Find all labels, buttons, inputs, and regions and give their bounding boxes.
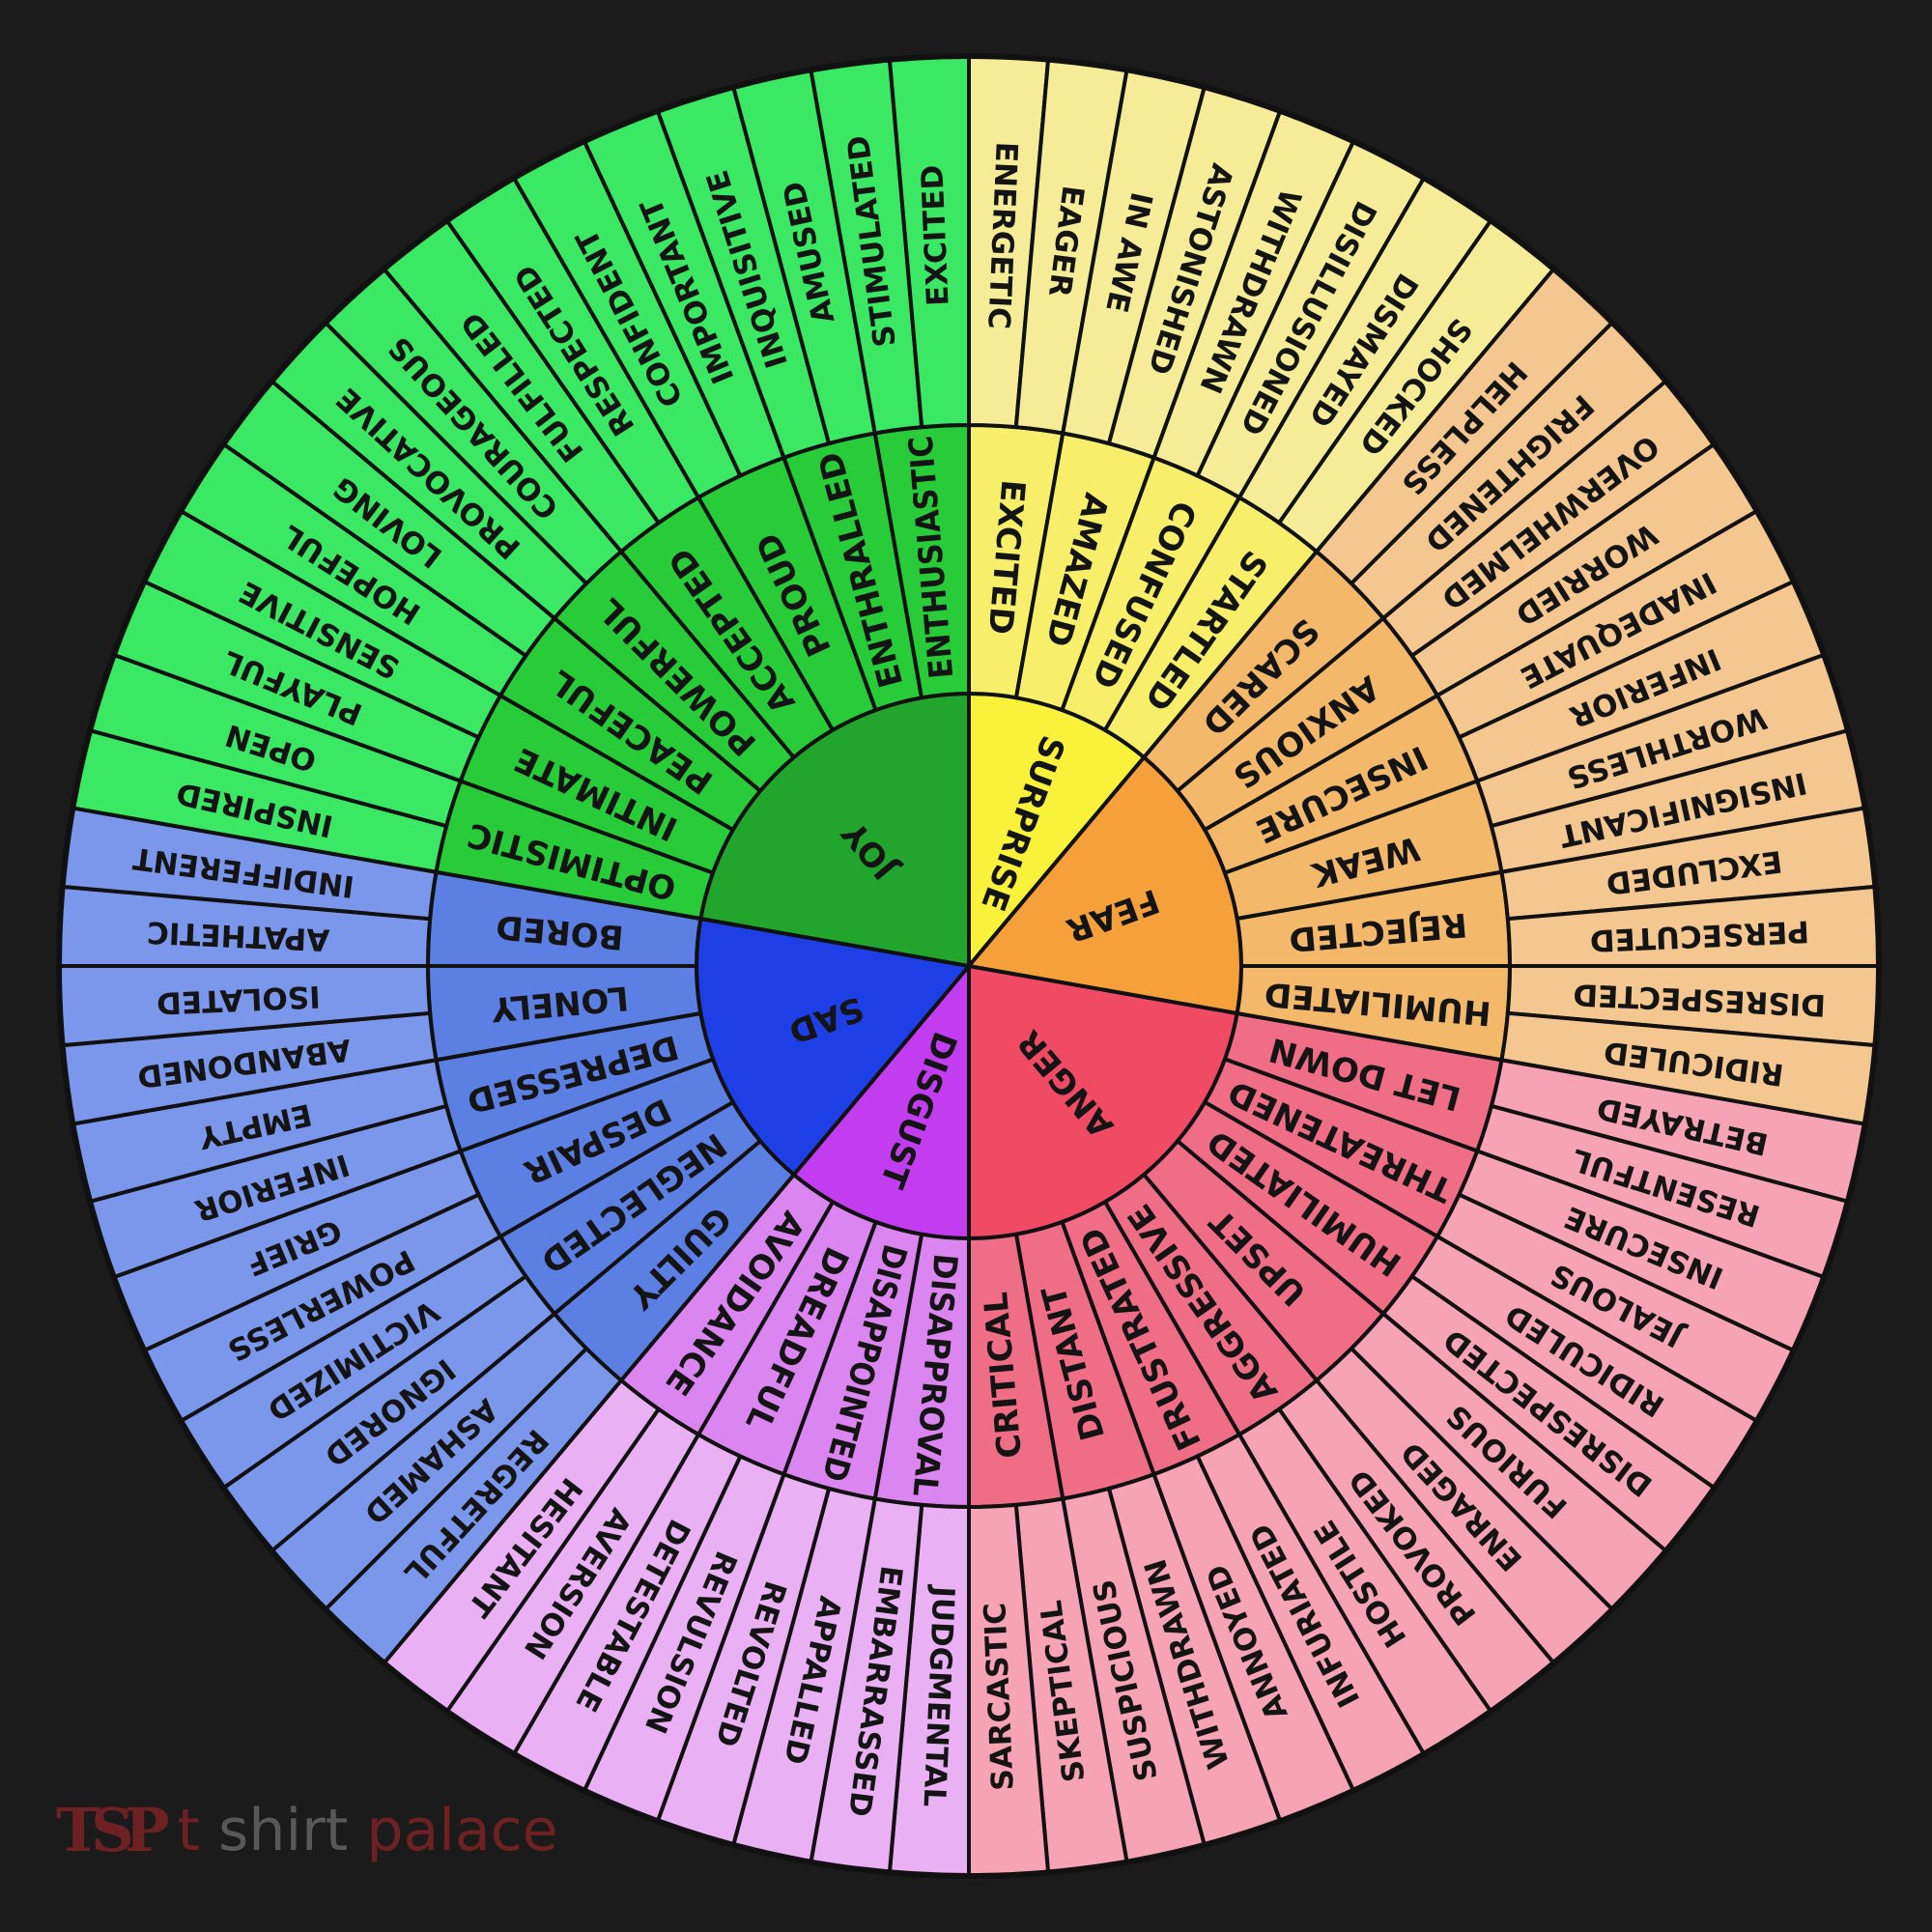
watermark: TSP t shirt palace: [56, 1795, 558, 1865]
outer-label-excited: EXCITED: [915, 164, 955, 307]
outer-label-apathetic: APATHETIC: [146, 914, 330, 956]
wheel-rim: [56, 53, 1882, 1879]
watermark-word-1: t: [177, 1796, 201, 1864]
watermark-logo: TSP: [56, 1795, 170, 1865]
outer-label-energetic: ENERGETIC: [980, 141, 1023, 330]
outer-label-isolated: ISOLATED: [156, 979, 321, 1020]
watermark-word-3: palace: [366, 1796, 558, 1864]
watermark-text: t shirt palace: [178, 1797, 558, 1864]
outer-label-sarcastic: SARCASTIC: [978, 1602, 1020, 1791]
watermark-word-2: shirt: [218, 1796, 349, 1864]
